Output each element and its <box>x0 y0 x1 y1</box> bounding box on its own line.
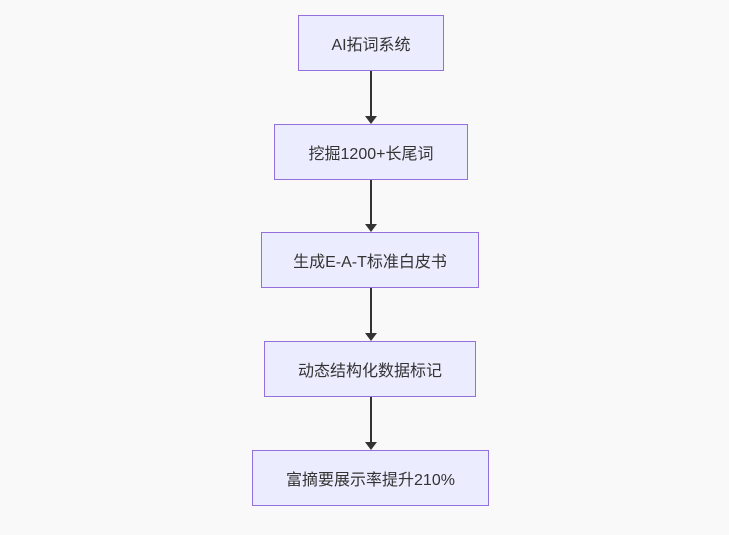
arrow-down-icon <box>364 442 377 450</box>
node-label: 富摘要展示率提升210% <box>286 472 455 489</box>
node-dynamic-structured-data-markup: 动态结构化数据标记 <box>264 341 476 397</box>
flow-edge-3 <box>364 288 377 341</box>
edge-line <box>369 288 372 335</box>
edge-line <box>369 180 372 226</box>
node-label: 生成E-A-T标准白皮书 <box>293 254 447 271</box>
edge-line <box>369 71 372 118</box>
flow-edge-4 <box>364 397 377 450</box>
node-label: AI拓词系统 <box>331 37 411 54</box>
node-label: 挖掘1200+长尾词 <box>308 146 434 163</box>
flow-edge-1 <box>364 71 377 124</box>
node-ai-word-expansion-system: AI拓词系统 <box>298 15 444 71</box>
node-rich-snippet-rate-result: 富摘要展示率提升210% <box>252 450 489 506</box>
flow-edge-2 <box>364 180 377 232</box>
arrow-down-icon <box>364 116 377 124</box>
node-label: 动态结构化数据标记 <box>297 363 442 380</box>
node-eat-whitepaper-generation: 生成E-A-T标准白皮书 <box>261 232 479 288</box>
node-longtail-keyword-mining: 挖掘1200+长尾词 <box>274 124 468 180</box>
edge-line <box>369 397 372 444</box>
arrow-down-icon <box>364 224 377 232</box>
arrow-down-icon <box>364 333 377 341</box>
